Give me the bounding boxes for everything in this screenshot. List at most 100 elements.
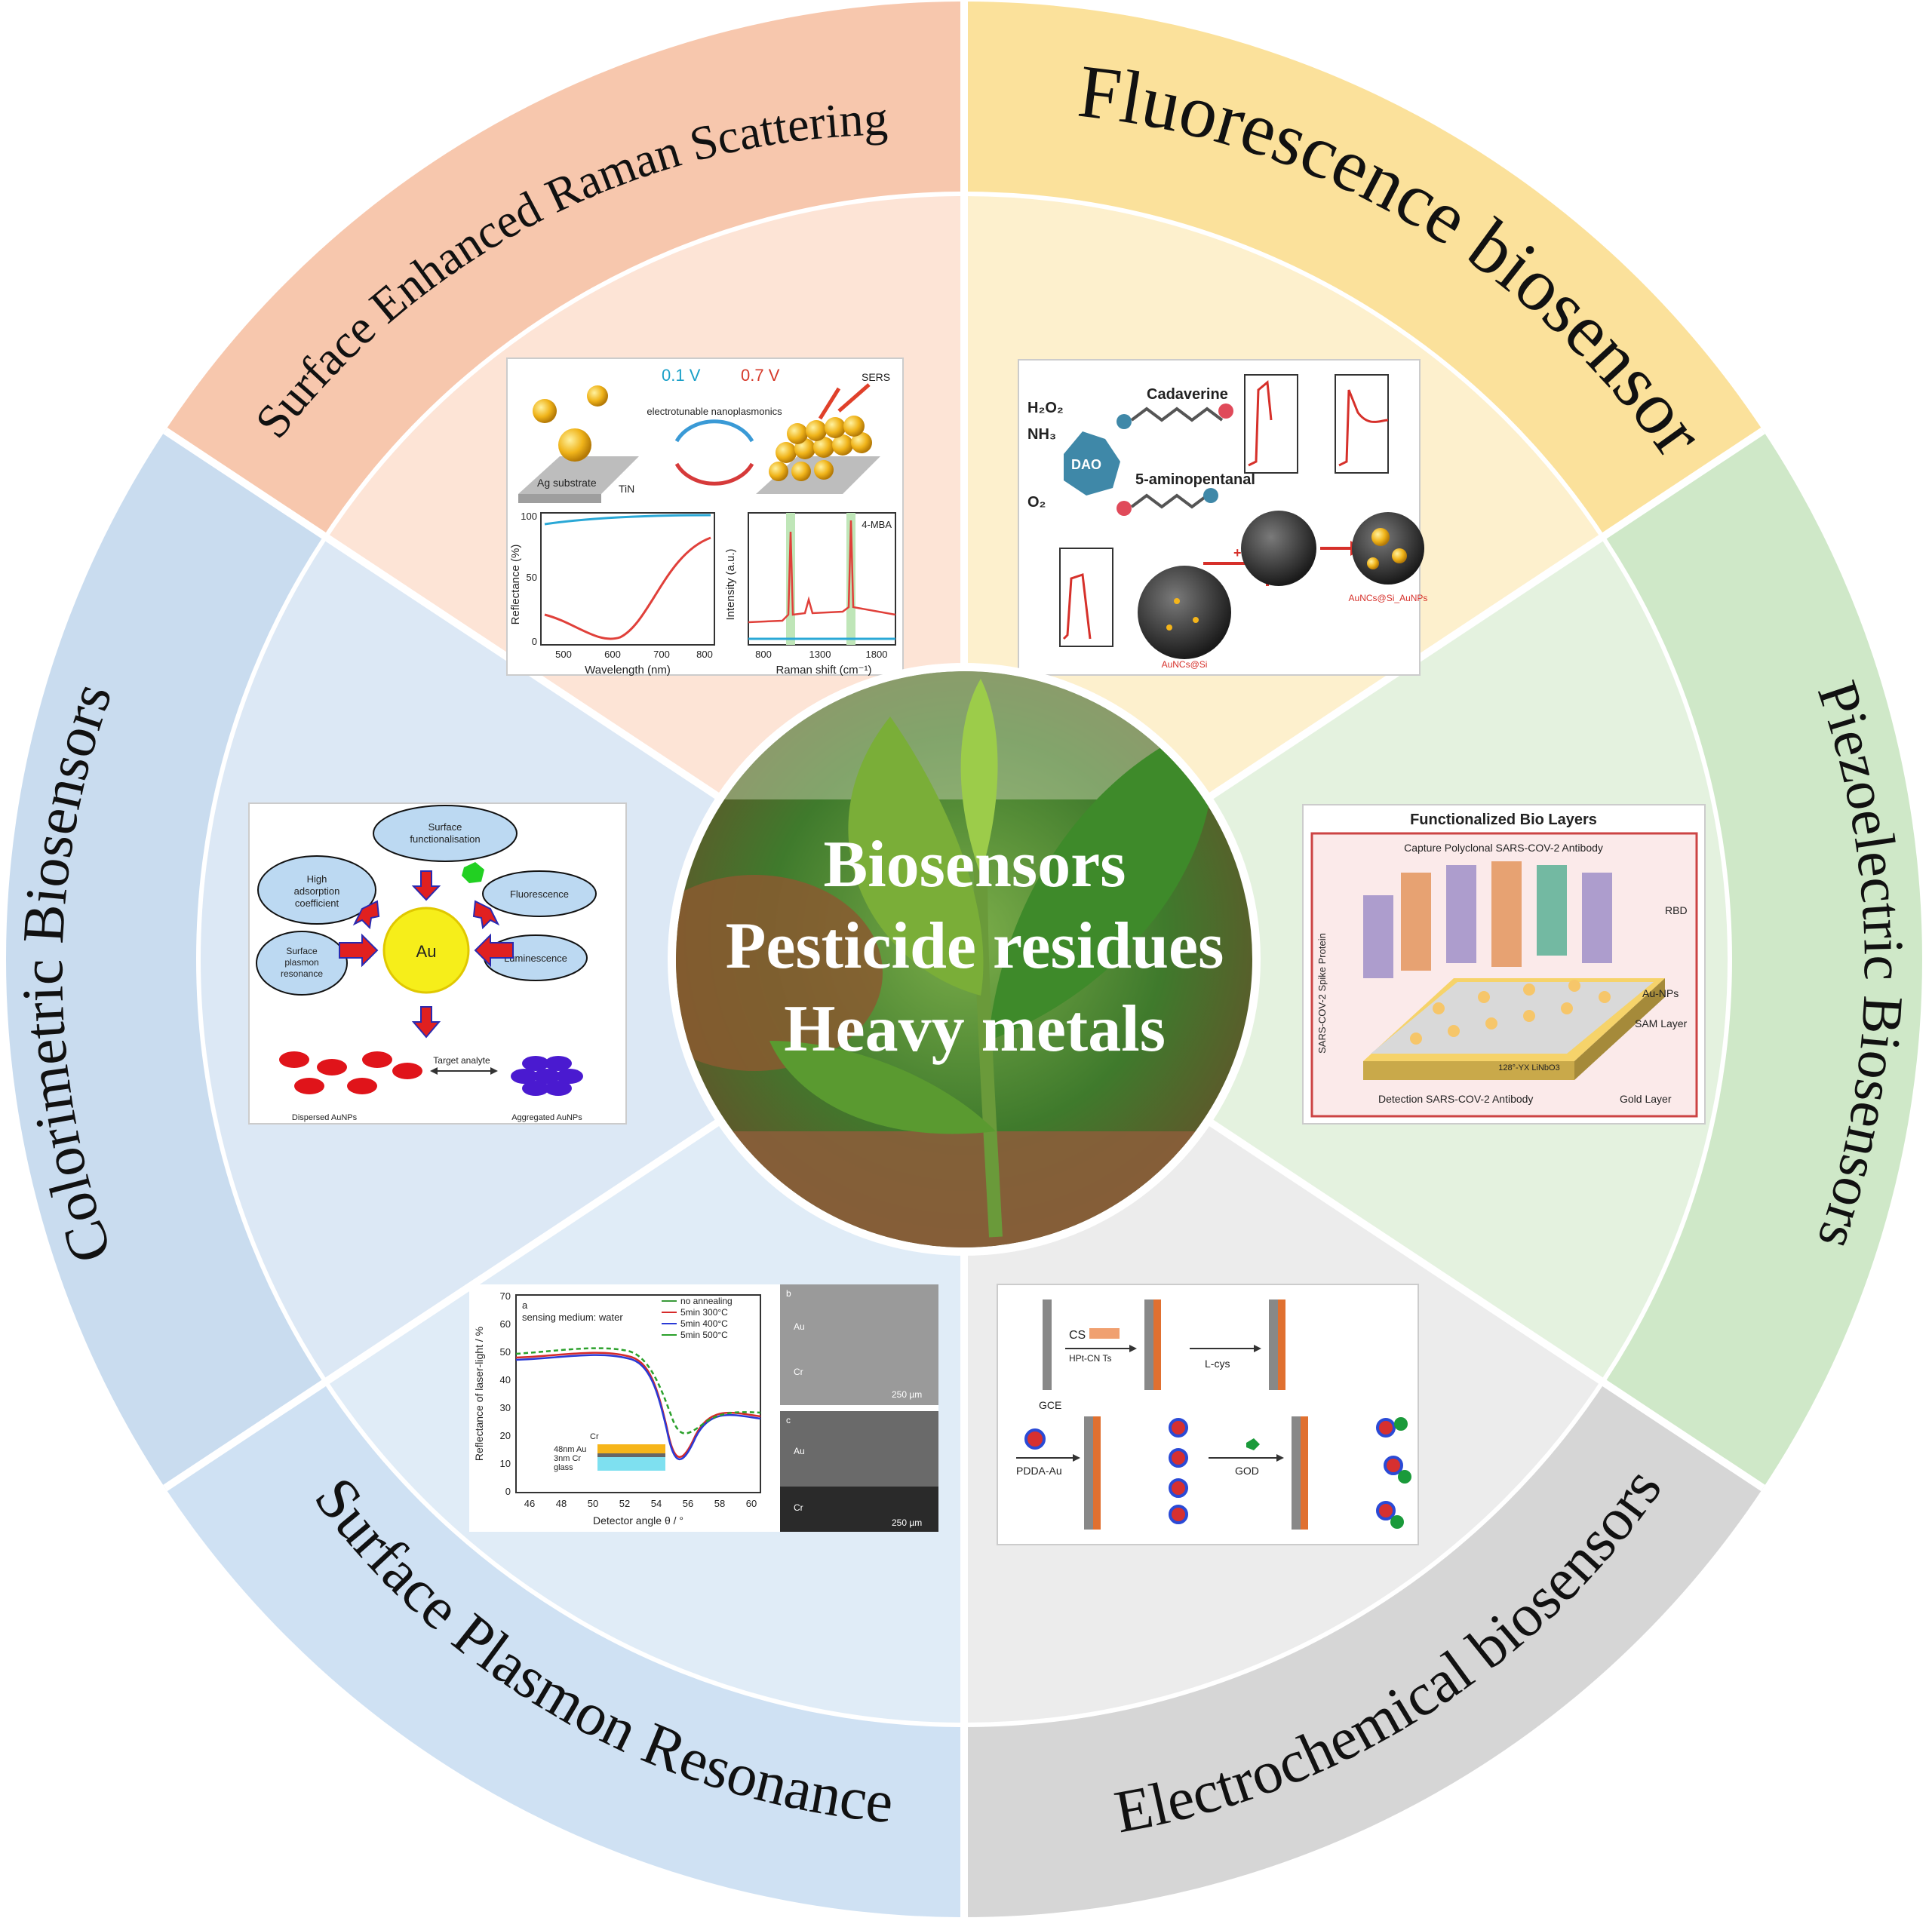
spr-legend: no annealing 5min 300°C 5min 400°C 5min … [662,1296,733,1340]
tea-stem [974,867,1003,1238]
center-labels: Biosensors Pesticide residues Heavy meta… [726,828,1224,1066]
sers-left-xtick: 600 [604,649,621,660]
svg-text:54: 54 [651,1498,662,1509]
svg-text:b: b [786,1288,791,1299]
sers-voltage-high: 0.7 V [741,366,780,385]
tea-leaf-right [988,724,1213,1041]
fluo-reagent-o2: O₂ [1027,494,1046,511]
center-line-1: Biosensors [824,828,1126,901]
outer-sector-fluorescence [964,2,1764,537]
spr-stack-top: Cr [590,1432,599,1441]
svg-text:50: 50 [500,1346,511,1358]
spr-layer-stack: 48nm Au 3nm Cr glass Cr [554,1432,665,1472]
fluo-particle-left [1138,566,1231,659]
spr-micrograph-b: b Au Cr 250 µm [780,1284,938,1405]
colori-bubble-3: Fluorescence [510,888,569,900]
outer-sector-electrochemical [964,1382,1764,1917]
outer-ring [5,2,1922,1917]
tea-leaf-low [769,1041,996,1134]
electro-step1-label: CS [1069,1329,1086,1342]
svg-text:50: 50 [588,1498,598,1509]
piezo-gold-label: Gold Layer [1620,1093,1672,1105]
svg-text:Cr: Cr [794,1502,803,1513]
sers-right-xlabel: Raman shift (cm⁻¹) [776,664,871,677]
svg-text:70: 70 [500,1290,511,1302]
svg-text:30: 30 [500,1402,511,1413]
spr-legend-item: no annealing [680,1296,733,1306]
electro-step1b-label: HPt-CN Ts [1069,1353,1111,1364]
sers-left-xtick: 500 [555,649,572,660]
spr-micrograph-c: c Au Cr 250 µm [780,1411,938,1532]
spr-medium-label: sensing medium: water [522,1312,623,1323]
piezo-side-label: SARS-COV-2 Spike Protein [1316,933,1328,1054]
electrochemical-figure: GCE CS HPt-CN Ts L-cys PDDA-Au GOD [997,1284,1419,1545]
spr-figure: a sensing medium: water no annealing 5mi… [469,1284,938,1532]
sers-left-ytick: 100 [521,511,537,522]
svg-text:Au: Au [794,1446,805,1456]
spr-legend-item: 5min 300°C [680,1307,728,1318]
sers-mode-label: SERS [862,371,890,383]
fluo-particle-right [1352,512,1424,585]
piezo-crystal-label: 128°-YX LiNbO3 [1498,1063,1559,1072]
piezo-detection-label: Detection SARS-COV-2 Antibody [1378,1093,1533,1105]
sers-left-ytick: 50 [527,572,537,583]
piezo-sam-label: SAM Layer [1635,1017,1688,1029]
outer-sector-piezoelectric [1602,431,1922,1488]
colori-au-label: Au [416,942,437,961]
sers-right-xtick: 800 [755,649,772,660]
piezo-heading: Functionalized Bio Layers [1410,812,1597,828]
sers-layer-label: TiN [619,483,634,495]
colori-red-arrows [339,870,514,1039]
outer-sector-sers [164,2,965,537]
piezo-rbd-label: RBD [1665,904,1688,916]
bowl-shape [676,875,883,1071]
sers-left-ytick: 0 [532,636,537,647]
svg-text:250 µm: 250 µm [892,1517,922,1528]
svg-text:48: 48 [556,1498,567,1509]
svg-text:46: 46 [524,1498,535,1509]
piezo-capture-label: Capture Polyclonal SARS-COV-2 Antibody [1404,842,1603,854]
fluo-particle-left-label: AuNCs@Si [1162,659,1208,670]
svg-text:56: 56 [683,1498,693,1509]
spr-stack-glass: glass [554,1463,573,1472]
sers-voltage-low: 0.1 V [662,366,701,385]
fluo-enzyme-label: DAO [1071,457,1101,472]
sers-left-xtick: 800 [696,649,713,660]
center-line-3: Heavy metals [784,993,1166,1066]
sers-packed-particles [769,416,872,481]
electro-step2-label: L-cys [1205,1358,1230,1370]
svg-text:250 µm: 250 µm [892,1389,922,1400]
svg-text:c: c [786,1415,791,1425]
svg-text:60: 60 [746,1498,757,1509]
svg-text:52: 52 [619,1498,630,1509]
svg-text:40: 40 [500,1374,511,1385]
sers-left-xlabel: Wavelength (nm) [585,664,671,677]
colori-left-caption: Dispersed AuNPs [292,1113,358,1122]
spr-plot-label: a [522,1299,528,1311]
colori-right-caption: Aggregated AuNPs [511,1113,582,1122]
spr-yticks: 70 60 50 40 30 20 10 0 [500,1290,511,1497]
sers-figure: TiN Ag substrate 0.1 V 0.7 V electrotuna… [506,357,904,677]
spr-stack-cr: 3nm Cr [554,1454,581,1463]
outer-sector-spr [164,1382,965,1917]
sers-right-xtick: 1800 [866,649,888,660]
spr-stack-au: 48nm Au [554,1445,586,1454]
svg-text:10: 10 [500,1458,511,1469]
svg-text:58: 58 [714,1498,725,1509]
svg-text:Cr: Cr [794,1367,803,1377]
spr-ylabel: Reflectance of laser-light / % [473,1327,485,1461]
sers-right-ylabel: Intensity (a.u.) [724,548,737,620]
colori-arrow-label: Target analyte [433,1055,490,1066]
svg-text:60: 60 [500,1318,511,1330]
sers-left-xtick: 700 [653,649,670,660]
svg-text:Au: Au [794,1321,805,1332]
colori-bubble-5: Luminescence [504,953,567,964]
tea-leaf-left [848,716,984,996]
fluo-reagent-h2o2: H₂O₂ [1027,400,1064,416]
fluo-particle-right-label: AuNCs@Si_AuNPs [1349,593,1428,603]
